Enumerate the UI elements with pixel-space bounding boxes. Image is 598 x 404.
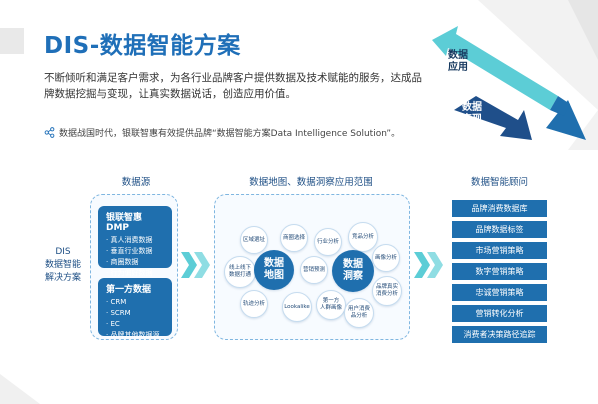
source-section-title: 数据源	[121, 177, 151, 188]
chevron-right-icon	[414, 252, 430, 278]
chevron-right-icon	[181, 252, 197, 278]
consult-item: 忠诚营销策略	[452, 284, 547, 301]
share-icon	[44, 127, 55, 138]
map-bubble: 用户消费 品分析	[344, 298, 374, 328]
map-section-title: 数据地图、数据洞察应用范围	[249, 177, 373, 188]
source-item: · SCRM	[106, 309, 131, 317]
source-item: · EC	[106, 320, 120, 328]
source-item: · 真人消费数据	[106, 236, 153, 244]
page-title: DIS-数据智能方案	[44, 33, 241, 59]
consult-item: 数字营销策略	[452, 263, 547, 280]
source-box-title: 银联智惠DMP	[106, 213, 143, 233]
map-bubble: Lookalike	[282, 292, 312, 322]
map-bubble: 品牌真实 消费分析	[372, 276, 402, 306]
map-bubble: 商圈选择	[280, 224, 308, 252]
source-item: · 垂直行业数据	[106, 247, 153, 255]
title-accent-bar	[0, 28, 24, 54]
consult-item: 营销转化分析	[452, 305, 547, 322]
source-item: · CRM	[106, 298, 127, 306]
note-text: 数据战国时代，银联智惠有效提供品牌“数据智能方案Data Intelligenc…	[59, 129, 401, 139]
chevron-right-icon	[194, 252, 210, 278]
intro-paragraph: 不断倾听和满足客户需求，为各行业品牌客户提供数据及技术赋能的服务，达成品牌数据挖…	[44, 72, 422, 100]
arrow-label-monetization: 数据 变现	[462, 102, 482, 125]
map-bubble: 区域選址	[240, 226, 268, 254]
data-map-core: 数据 地图	[254, 250, 294, 290]
source-box-dmp: 银联智惠DMP · 真人消费数据 · 垂直行业数据 · 商圈数据 · 行为偏好数…	[98, 206, 172, 277]
growth-arrows-graphic	[432, 0, 598, 150]
map-bubble: 行业分析	[314, 228, 342, 256]
corner-decoration	[0, 374, 40, 404]
intro-note: 数据战国时代，银联智惠有效提供品牌“数据智能方案Data Intelligenc…	[44, 126, 400, 139]
consult-item: 消费者决策路径追踪	[452, 326, 547, 343]
consult-item: 品牌数据标签	[452, 221, 547, 238]
dis-solution-label: DIS 数据智能 解决方案	[44, 247, 81, 283]
map-bubble: 竞品分析	[348, 222, 378, 252]
source-box-title: 第一方数据	[106, 285, 152, 295]
map-bubble: 画像分析	[372, 244, 400, 272]
source-box-first-party: 第一方数据 · CRM · SCRM · EC · 品牌其他数据源	[98, 278, 172, 339]
map-bubble: 营销预测	[300, 256, 328, 284]
map-bubble: 轨迹分析	[240, 290, 268, 318]
source-item: · 商圈数据	[106, 258, 139, 266]
source-item: · 品牌其他数据源	[106, 331, 160, 339]
arrow-label-application: 数据 应用	[448, 50, 468, 73]
consult-item: 市场营销策略	[452, 242, 547, 259]
source-item: · 行为偏好数据	[106, 269, 153, 277]
map-bubble: 线上线下 数据打通	[224, 256, 256, 288]
consult-item: 品牌消费数据库	[452, 200, 547, 217]
consult-section-title: 数据智能顾问	[470, 177, 528, 188]
map-bubble: 第一方 人群画像	[316, 290, 346, 320]
chevron-right-icon	[427, 252, 443, 278]
data-insight-core: 数据 洞察	[332, 250, 374, 292]
